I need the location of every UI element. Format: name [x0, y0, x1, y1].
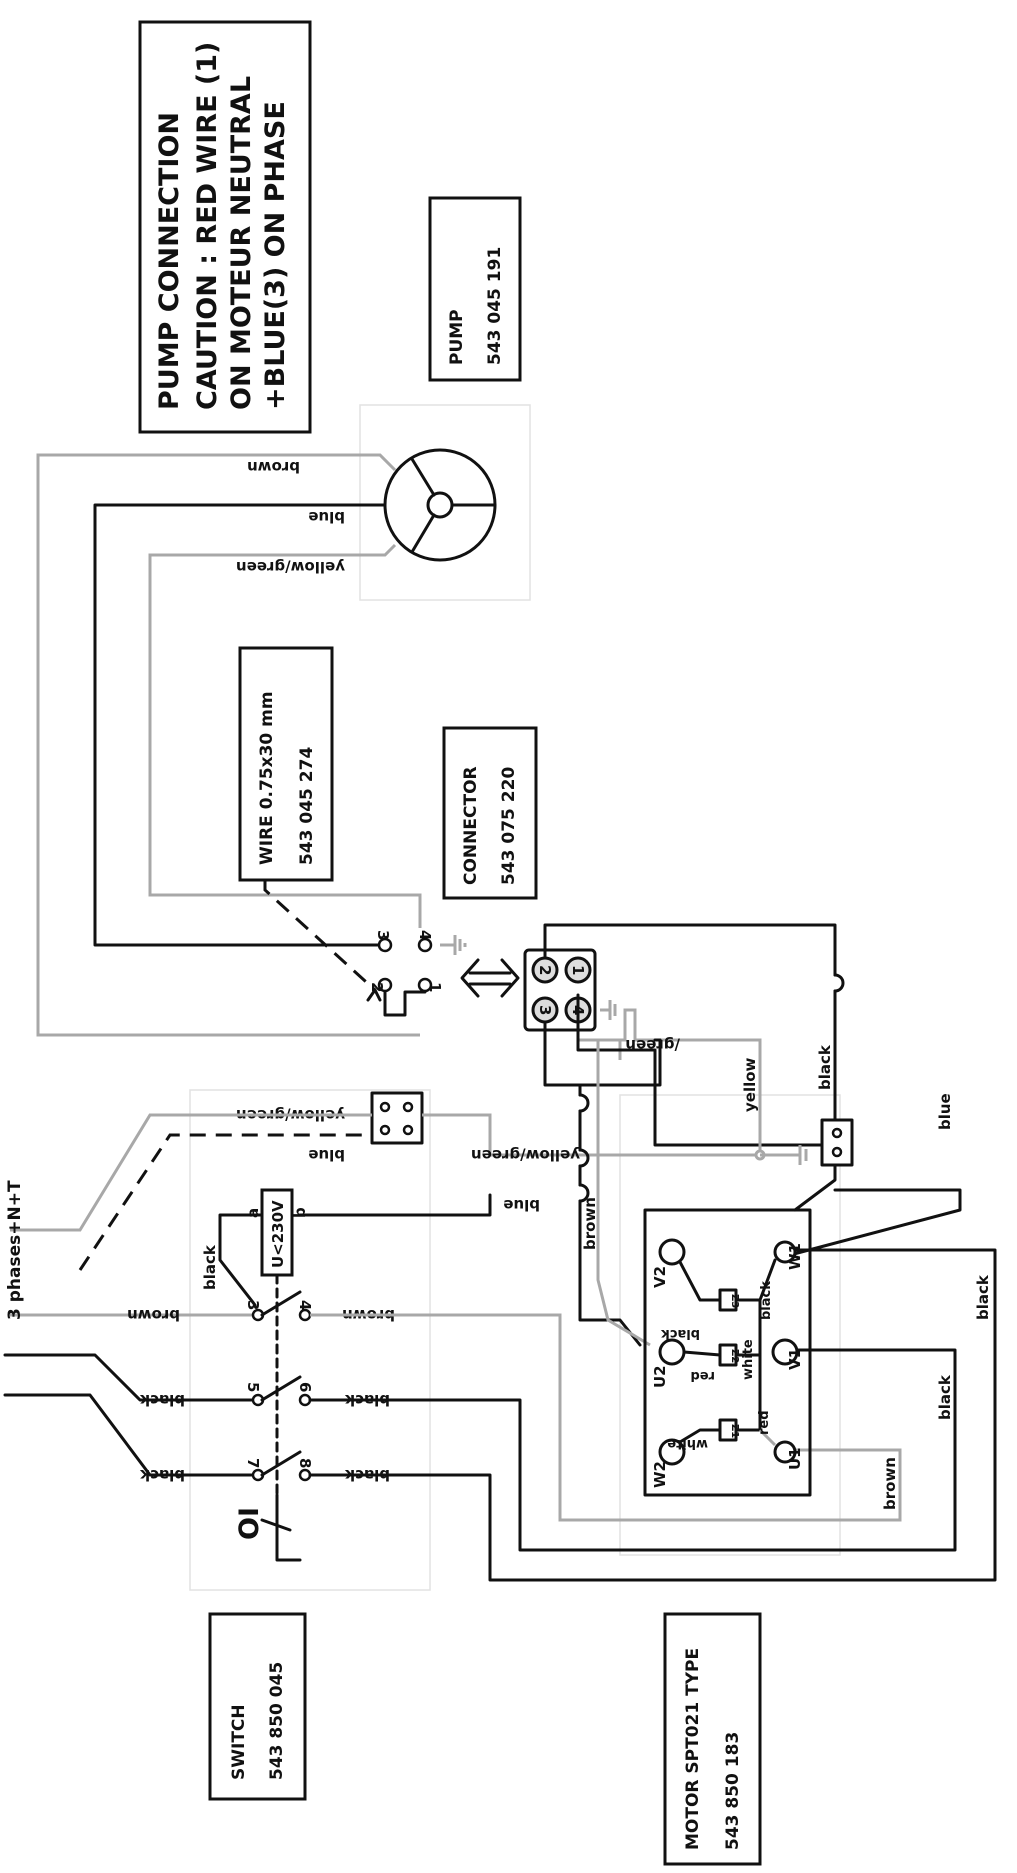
mid-yellow-green-label: yellow/green: [471, 1146, 580, 1164]
switch-actuator: OI: [234, 1493, 302, 1562]
switch-black-label: black: [201, 1244, 219, 1290]
incoming-terminal-block: [370, 1091, 424, 1145]
caption-line-2: CAUTION : RED WIRE (1): [192, 42, 223, 410]
connector-box: CONNECTOR 543 075 220: [442, 726, 538, 900]
pump-wires: [36, 453, 422, 1037]
caption-line-4: +BLUE(3) ON PHASE: [260, 101, 291, 410]
switch-terminal-5: 5: [244, 1382, 262, 1392]
motor-terminal-v2: V2: [651, 1266, 669, 1288]
motor-terminal-v1: V1: [786, 1348, 804, 1370]
pump-terminal-1: 1: [426, 982, 444, 992]
relay-a-black: [218, 1213, 264, 1307]
pump-box: PUMP 543 045 191: [428, 196, 522, 382]
component-outlines: [189, 404, 841, 1591]
caption-line-1: PUMP CONNECTION: [154, 112, 185, 410]
connector-plug: 2 1 3 4: [523, 948, 617, 1032]
pump-motor-symbol: [383, 448, 497, 562]
relay-terminal-b: b: [291, 1207, 309, 1218]
bridge-z1: Z1: [729, 1424, 740, 1438]
motor-terminal-u1: U1: [786, 1447, 804, 1470]
switch-terminal-4: 4: [296, 1300, 314, 1310]
connector-pin-2: 2: [536, 965, 554, 975]
pump-name: PUMP: [447, 309, 467, 365]
supply-wires: [8, 1113, 580, 1477]
pump-yellow-green-label: yellow/green: [236, 558, 345, 576]
in-blue-label: blue: [308, 1146, 345, 1164]
cap-yellow-label: yellow: [741, 1057, 759, 1112]
connection-double-arrow: [460, 958, 520, 998]
caption-box: PUMP CONNECTION CAUTION : RED WIRE (1) O…: [138, 20, 312, 434]
switch-contacts: 3 4 5 6 7 8: [244, 1290, 314, 1482]
motor-brown-right-label: brown: [881, 1457, 899, 1510]
supply-label: 3 phases+N+T: [5, 1180, 25, 1320]
switch-terminal-8: 8: [296, 1458, 314, 1468]
motor-terminal-board: V2 U2 W2 W1 V1 U1 Z3 Z2 Z1: [643, 1208, 812, 1497]
switch-to-motor-wires: [308, 1248, 997, 1582]
pump-code: 543 045 191: [485, 247, 505, 365]
switch-terminal-7: 7: [244, 1458, 262, 1468]
bridge-red-label: red: [690, 1368, 715, 1383]
connector-name: CONNECTOR: [461, 766, 481, 885]
connector-pin-1: 1: [569, 965, 587, 975]
motor-terminal-u2: U2: [651, 1365, 669, 1388]
sw-black-5-label: black: [139, 1391, 185, 1409]
motor-black-a-label: black: [936, 1374, 954, 1420]
motor-blue-wire: [788, 1188, 962, 1257]
relay-terminal-a: a: [244, 1208, 262, 1218]
wire-leader: [263, 880, 377, 992]
bridge-white-1-label: white: [741, 1339, 756, 1380]
switch-terminal-3: 3: [244, 1300, 262, 1310]
caption-line-3: ON MOTEUR NEUTRAL: [226, 76, 257, 410]
switch-code: 543 850 045: [267, 1662, 287, 1780]
switch-box: SWITCH 543 850 045: [208, 1612, 307, 1801]
capacitor-terminal: [820, 1118, 854, 1167]
conn-green-label: /green: [625, 1036, 680, 1054]
wire-name: WIRE 0.75x30 mm: [257, 691, 277, 865]
bridge-z3: Z3: [729, 1294, 740, 1308]
sw-brown-in-label: brown: [127, 1306, 180, 1324]
connector-code: 543 075 220: [499, 767, 519, 885]
motor-terminal-w2: W2: [651, 1461, 669, 1488]
connector-pin-3: 3: [536, 1005, 554, 1015]
switch-terminal-6: 6: [296, 1382, 314, 1392]
crossover-bus: [578, 1040, 651, 1347]
wire-code: 543 045 274: [297, 747, 317, 865]
pump-terminal-4: 4: [416, 930, 434, 940]
pump-terminal-3: 3: [374, 930, 392, 940]
motor-name: MOTOR SPT021 TYPE: [683, 1648, 703, 1850]
u1-red-label: red: [757, 1410, 772, 1435]
pump-terminal-2: 2: [368, 982, 386, 992]
motor-brown-left-label: brown: [581, 1197, 599, 1250]
sw-black-7-label: black: [139, 1466, 185, 1484]
cap-black-label: black: [816, 1044, 834, 1090]
switch-symbol: OI: [234, 1507, 265, 1540]
pump-blue-label: blue: [308, 508, 345, 526]
yellow-earth-run: [580, 1140, 762, 1157]
wire-leader-arrow: [366, 988, 382, 1002]
motor-black-z3-label: black: [661, 1326, 700, 1341]
motor-code: 543 850 183: [723, 1732, 743, 1850]
relay-label: U<230V: [269, 1200, 287, 1268]
bridge-white-2-label: white: [667, 1436, 708, 1451]
pump-terminal-block: 3 4 2 1: [368, 930, 467, 1017]
motor-box: MOTOR SPT021 TYPE 543 850 183: [663, 1612, 762, 1866]
wire-box: WIRE 0.75x30 mm 543 045 274: [238, 646, 334, 882]
relay: U<230V a b: [244, 1188, 309, 1497]
switch-name: SWITCH: [229, 1704, 249, 1780]
motor-black-b-label: black: [974, 1274, 992, 1320]
motor-terminal-w1: W1: [786, 1243, 804, 1270]
pump-brown-label: brown: [247, 458, 300, 476]
mid-blue-label: blue: [503, 1196, 540, 1214]
bridge-z2: Z2: [729, 1349, 740, 1363]
black-to-capacitor: [576, 993, 837, 1147]
motor-blue-label: blue: [936, 1093, 954, 1130]
motor-black-w1-label: black: [759, 1281, 774, 1320]
